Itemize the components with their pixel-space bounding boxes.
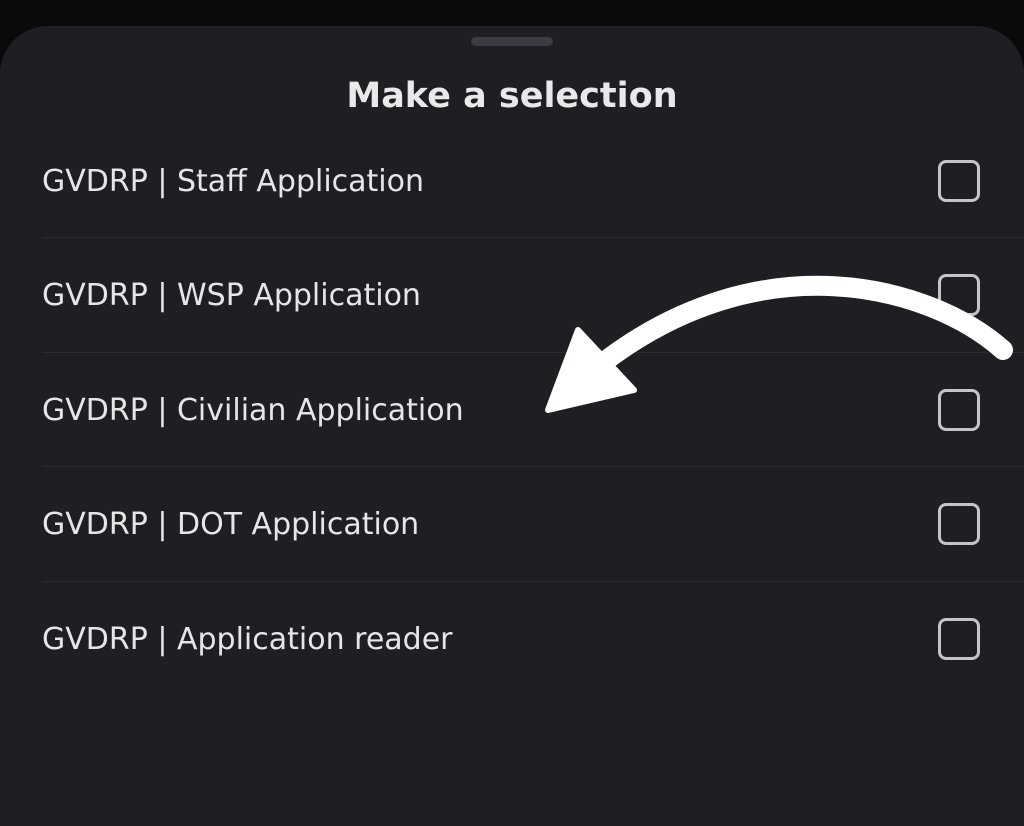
- option-label: GVDRP | WSP Application: [42, 277, 421, 313]
- option-dot-application[interactable]: GVDRP | DOT Application: [42, 467, 982, 581]
- option-label: GVDRP | Staff Application: [42, 163, 425, 199]
- sheet-title: Make a selection: [346, 76, 678, 116]
- option-label: GVDRP | Application reader: [42, 621, 453, 657]
- option-wsp-application[interactable]: GVDRP | WSP Application: [42, 238, 982, 352]
- divider: [42, 352, 1024, 353]
- checkbox[interactable]: [938, 618, 980, 660]
- curved-arrow-icon: [545, 275, 1013, 413]
- divider: [42, 237, 1024, 238]
- option-label: GVDRP | DOT Application: [42, 506, 420, 542]
- divider: [42, 581, 1024, 582]
- divider: [42, 466, 1024, 467]
- option-label: GVDRP | Civilian Application: [42, 392, 464, 428]
- option-civilian-application[interactable]: GVDRP | Civilian Application: [42, 353, 982, 467]
- drag-handle[interactable]: [471, 37, 553, 46]
- checkbox[interactable]: [938, 160, 980, 202]
- selection-sheet: Make a selection GVDRP | Staff Applicati…: [0, 26, 1024, 826]
- option-application-reader[interactable]: GVDRP | Application reader: [42, 582, 982, 696]
- option-staff-application[interactable]: GVDRP | Staff Application: [42, 124, 982, 238]
- checkbox[interactable]: [938, 389, 980, 431]
- checkbox[interactable]: [938, 503, 980, 545]
